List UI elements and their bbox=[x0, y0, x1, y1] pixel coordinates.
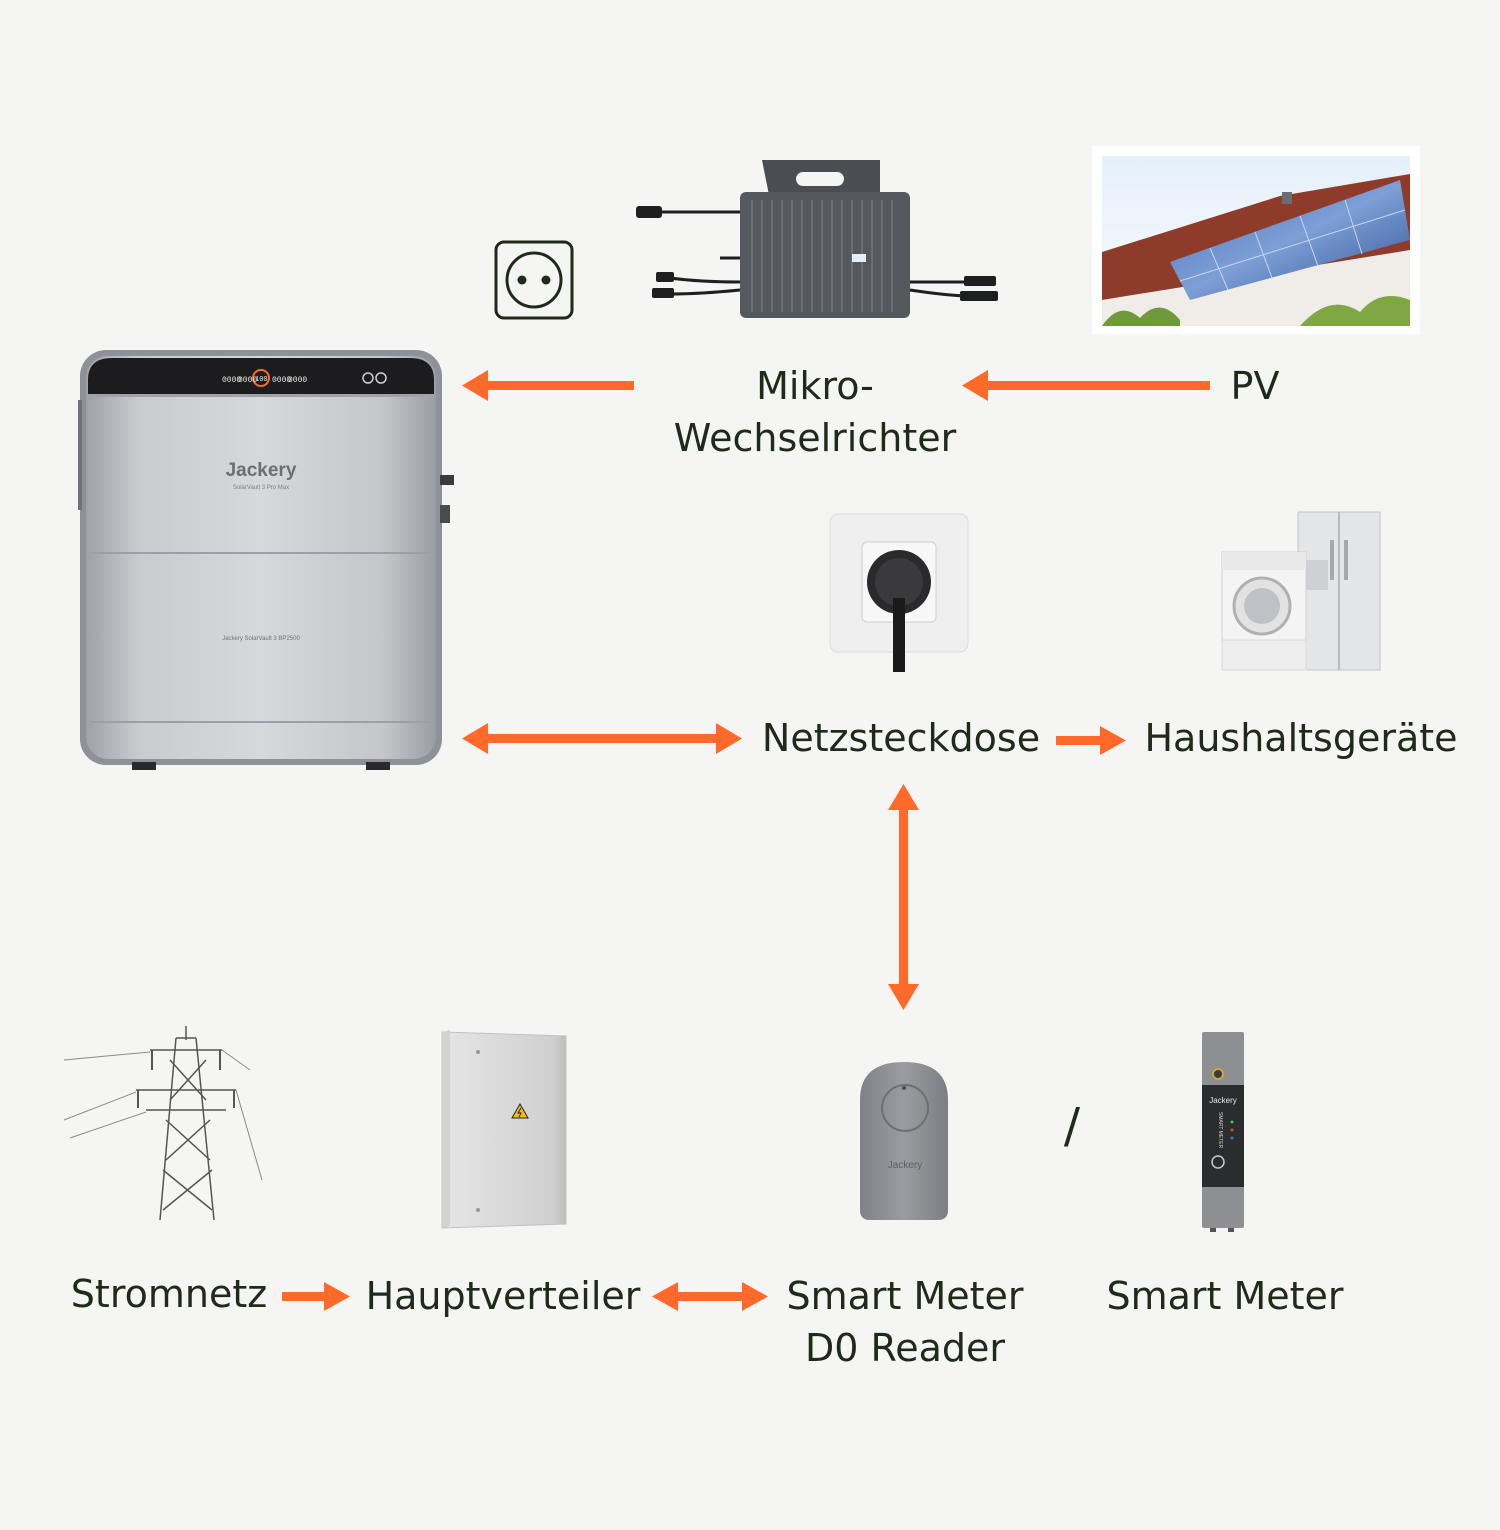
battery-storage-illustration bbox=[78, 350, 454, 770]
schuko-outlet-icon bbox=[494, 240, 574, 320]
battery-display-e: 0000 bbox=[288, 376, 307, 385]
grid-label: Stromnetz bbox=[70, 1272, 268, 1316]
separator-slash: / bbox=[1063, 1098, 1081, 1154]
battery-display-b: 0000 bbox=[238, 376, 257, 385]
smart-meter-label: Smart Meter bbox=[1106, 1274, 1344, 1318]
arrow-socket-to-appliances bbox=[1056, 726, 1126, 755]
inverter-label: Mikro- Wechselrichter bbox=[640, 360, 990, 464]
arrow-pv-to-inverter bbox=[962, 370, 1210, 401]
battery-brand-logo: Jackery bbox=[226, 460, 297, 481]
distribution-cabinet-illustration bbox=[441, 1030, 567, 1229]
d0-reader-illustration bbox=[860, 1062, 948, 1220]
high-voltage-warning-icon bbox=[511, 1102, 529, 1119]
smart-meter-illustration bbox=[1202, 1032, 1244, 1232]
battery-display-a: 0000 bbox=[222, 376, 241, 385]
arrow-grid-to-distributor bbox=[282, 1282, 350, 1311]
battery-model-label: SolarVault 3 Pro Max bbox=[233, 485, 289, 491]
inverter-label-line1: Mikro- bbox=[756, 364, 874, 408]
distributor-label: Hauptverteiler bbox=[365, 1274, 641, 1318]
socket-label: Netzsteckdose bbox=[761, 716, 1041, 760]
battery-display-c: 100 bbox=[255, 376, 268, 384]
d0-reader-label-line2: D0 Reader bbox=[804, 1326, 1005, 1370]
wall-socket-illustration bbox=[829, 513, 969, 672]
d0-reader-label: Smart Meter D0 Reader bbox=[770, 1270, 1040, 1374]
battery-display-d: 0000 bbox=[272, 376, 291, 385]
household-appliances-illustration bbox=[1221, 511, 1381, 671]
power-pylon-illustration bbox=[63, 1026, 263, 1221]
inverter-label-line2: Wechselrichter bbox=[673, 416, 957, 460]
arrow-inverter-to-battery bbox=[462, 370, 634, 401]
d0-reader-label-line1: Smart Meter bbox=[786, 1274, 1024, 1318]
battery-bottom-model-label: Jackery SolarVault 3 BP2500 bbox=[222, 636, 300, 642]
micro-inverter-illustration bbox=[636, 160, 998, 318]
d0-reader-brand-logo: Jackery bbox=[888, 1160, 922, 1171]
pv-label: PV bbox=[1230, 364, 1280, 408]
arrow-battery-socket-bidirectional bbox=[462, 723, 742, 754]
smart-meter-brand-logo: Jackery bbox=[1209, 1096, 1237, 1105]
appliances-label: Haushaltsgeräte bbox=[1144, 716, 1458, 760]
arrow-socket-reader-bidirectional bbox=[888, 784, 919, 1010]
pv-roof-photo bbox=[1092, 146, 1420, 334]
smart-meter-device-label: SMART METER bbox=[1217, 1112, 1223, 1149]
arrow-distributor-reader-bidirectional bbox=[652, 1282, 768, 1311]
